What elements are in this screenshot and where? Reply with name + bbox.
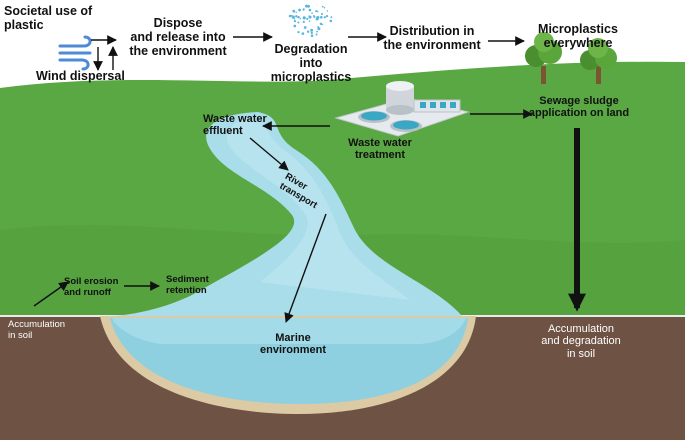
particle (293, 24, 297, 28)
particle (310, 34, 314, 37)
particle (292, 9, 296, 13)
particle (297, 21, 300, 24)
arrow-river-to-marine (284, 213, 327, 323)
particle (297, 16, 299, 19)
particle (299, 17, 302, 20)
flow-arrows (33, 32, 533, 323)
label-microplastics-everywhere: Microplastics everywhere (538, 22, 618, 50)
particle (293, 19, 297, 23)
particle (323, 6, 326, 9)
wind-icon (58, 35, 92, 71)
particle (323, 16, 326, 18)
particle (310, 28, 314, 32)
particle (316, 10, 319, 13)
arrow-effluent-to-river (249, 137, 289, 171)
tree-icon (525, 32, 562, 84)
particle (319, 15, 323, 19)
particle (308, 8, 312, 12)
particle (302, 16, 306, 20)
particle (316, 16, 320, 20)
label-dispose: Dispose and release into the environment (129, 16, 227, 58)
particle (293, 18, 296, 20)
particle (291, 14, 293, 17)
particle (315, 33, 318, 36)
particle (325, 14, 329, 18)
river-inner (226, 118, 410, 300)
treatment-plant-icon (334, 81, 470, 137)
label-sewage-sludge: Sewage sludge application on land (528, 95, 630, 120)
particle (311, 12, 313, 15)
particle (326, 10, 329, 12)
particle (308, 20, 311, 22)
particle (313, 15, 316, 18)
label-distribution: Distribution in the environment (383, 24, 481, 52)
label-accumulation-in-soil: Accumulation in soil (8, 319, 66, 341)
particle (303, 26, 307, 29)
particle (301, 32, 305, 35)
label-societal-use: Societal use of plastic (4, 4, 93, 32)
label-marine-environment: Marine environment (259, 332, 326, 357)
particle (288, 14, 292, 18)
label-waste-water-effluent: Waste water effluent (203, 113, 267, 138)
particle (302, 20, 305, 23)
particle (295, 15, 298, 18)
particle (310, 31, 313, 34)
grass-land (0, 61, 685, 318)
arrow-accumulation-to-erosion (33, 281, 69, 307)
particle (321, 5, 324, 8)
particle (319, 22, 323, 25)
particle (298, 8, 301, 12)
tree-icon-2 (580, 38, 617, 84)
label-soil-erosion: Soil erosion and runoff (64, 276, 119, 298)
particle (315, 10, 318, 13)
particle (295, 11, 297, 14)
particle (306, 17, 309, 20)
label-degradation: Degradation into microplastics (270, 42, 352, 84)
label-wind-dispersal: Wind dispersal (36, 69, 125, 83)
particle (291, 15, 295, 19)
label-waste-water-treatment: Waste water treatment (348, 137, 412, 162)
sea-surface (112, 318, 466, 344)
label-accumulation-degradation: Accumulation and degradation in soil (541, 323, 621, 360)
river (106, 112, 462, 316)
particle (330, 16, 333, 19)
particle (320, 12, 324, 16)
particle (302, 8, 305, 11)
label-sediment-retention: Sediment retention (166, 274, 209, 296)
particle (304, 4, 309, 8)
particle (306, 30, 310, 33)
microplastic-particles-icon (288, 4, 333, 37)
particle (329, 19, 333, 23)
particle (308, 15, 312, 19)
particle (317, 27, 321, 31)
particle (297, 30, 300, 34)
particle (316, 30, 319, 33)
